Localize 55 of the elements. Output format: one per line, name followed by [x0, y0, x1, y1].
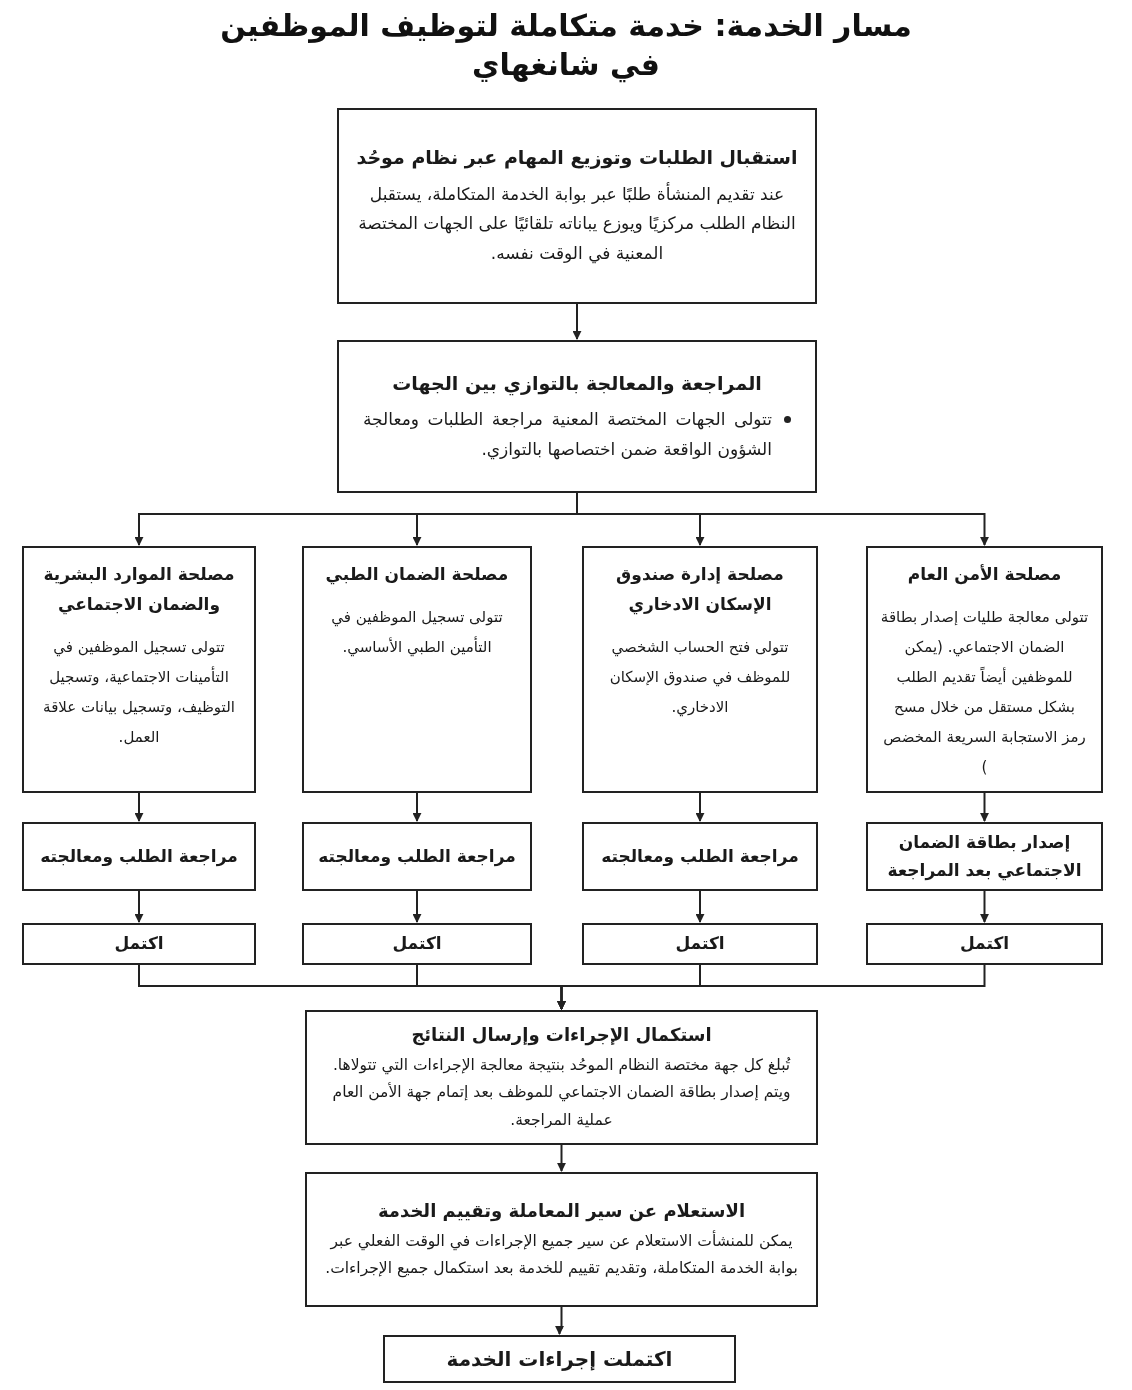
arrow [695, 792, 705, 822]
arrow [557, 1144, 566, 1172]
box-description: يمكن للمنشأت الاستعلام عن سير جميع الإجراءات في الوقت الفعلي عبر بوابة الخدمة المتكاملة، وتقديم تقييم للخدمة بعد استكمال جميع الإجراءات. [324, 1229, 799, 1280]
process-box [22, 822, 256, 891]
arrow [412, 792, 422, 822]
process-box [582, 923, 818, 965]
box-description: تتولى الجهات المختصة المعنية مراجعة الطلبات ومعالجة الشؤون الواقعة ضمن اختصاصها بالتوازي. [363, 408, 772, 462]
process-box [302, 923, 532, 965]
box-description: تُبلغ كل جهة مختصة النظام الموحُد بنتيجة معالجة الإجراءات التي تتولاها. ويتم إصدار بطاقة الضمان الاجتماعي للموظف بعد إتمام جهة الأمن العام عملية المراجعة. [331, 1055, 792, 1131]
arrow [138, 964, 566, 1010]
box-description: تتولى تسجيل الموظفين في التأمينات الاجتماعية، وتسجيل التوظيف، وتسجيل بيانات علاقة العمل. [42, 636, 236, 748]
box-heading: مصلحة الضمان الطبي [325, 563, 509, 587]
process-box [582, 822, 818, 891]
process-box [305, 1172, 818, 1307]
box-heading: مراجعة الطلب ومعالجته [318, 844, 516, 869]
box-heading: الاستعلام عن سير المعاملة وتقييم الخدمة [377, 1198, 746, 1224]
process-box [302, 546, 532, 793]
box-description: تتولى معالجة طليات إصدار بطاقة الضمان الاجتماعي. (يمكن للموظفين أيضاً تقديم الطلب بشكل مستقل من خلال مسح رمز الاستجابة السريعة المخضص ) [880, 606, 1089, 778]
box-heading: مصلحة الموارد البشرية والضمان الاجتماعي [42, 563, 236, 617]
box-heading: استكمال الإجراءات وإرسال النتائج [411, 1023, 712, 1048]
box-description: تتولى فتح الحساب الشخصي للموظف في صندوق الإسكان الادخاري. [608, 636, 792, 719]
arrow [412, 890, 422, 923]
arrow [555, 1306, 564, 1335]
box-heading: مصلحة الأمن العام [907, 563, 1062, 587]
box-heading: مراجعة الطلب ومعالجته [40, 844, 238, 869]
box-heading: اكتمل [392, 932, 442, 956]
arrow [572, 303, 582, 340]
process-box [866, 923, 1103, 965]
arrow [980, 792, 989, 822]
process-box [337, 108, 817, 304]
arrow [134, 792, 144, 822]
process-box [22, 546, 256, 793]
arrow [695, 890, 705, 923]
box-heading: مصلحة إدارة صندوق الإسكان الادخاري [615, 563, 785, 617]
process-box [383, 1335, 736, 1383]
process-box [866, 822, 1103, 891]
arrow [980, 890, 989, 923]
arrow [134, 890, 144, 923]
process-box [22, 923, 256, 965]
diagram-title: مسار الخدمة: خدمة متكاملة لتوظيف الموظفين في شانغهاي [219, 7, 913, 84]
box-heading: اكتمل [675, 932, 725, 956]
process-box [582, 546, 818, 793]
box-heading: إصدار بطاقة الضمان الاجتماعي بعد المراجعة [886, 831, 1083, 883]
box-heading: اكتمل [114, 932, 164, 956]
box-heading: اكتملت إجراءات الخدمة [446, 1346, 673, 1373]
box-heading: استقبال الطلبات وتوزيع المهام عبر نظام موحُد [356, 145, 798, 171]
box-description: عند تقديم المنشأة طلبًا عبر بوابة الخدمة المتكاملة، يستقبل النظام الطلب مركزيًا ويوزع يباناته تلقائيًا على الجهات المختصة المعنية في الوقت نفسه. [357, 181, 797, 266]
process-box [305, 1010, 818, 1145]
box-heading: المراجعة والمعالجة بالتوازي بين الجهات [392, 370, 762, 397]
process-box [866, 546, 1103, 793]
process-box [337, 340, 817, 493]
box-heading: اكتمل [959, 932, 1010, 956]
box-description: تتولى تسجيل الموظفين في التأمين الطبي الأساسي. [330, 606, 504, 659]
process-box [302, 822, 532, 891]
box-heading: مراجعة الطلب ومعالجته [601, 844, 799, 869]
